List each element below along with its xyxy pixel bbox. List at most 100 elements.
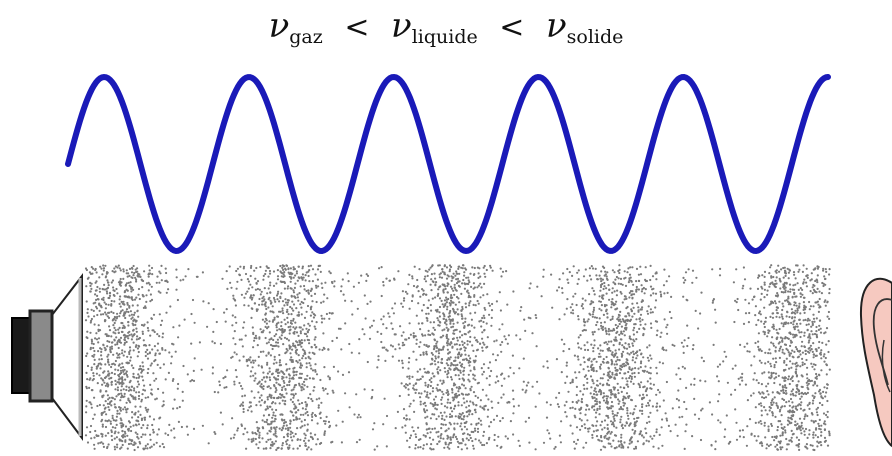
particle [264,336,267,340]
particle [302,380,306,383]
particle [272,414,275,417]
particle [642,386,645,389]
particle [760,409,763,412]
particle [135,391,138,394]
particle [459,371,462,374]
particle [108,311,111,314]
particle [429,363,432,366]
particle [228,265,231,268]
particle [481,316,484,320]
particle [455,386,458,389]
particle [429,266,432,269]
particle [815,354,818,357]
particle [605,304,608,307]
particle [634,447,638,450]
particle [600,420,604,423]
particle [405,383,408,386]
particle [160,264,163,267]
particle [527,381,530,384]
particle [230,286,233,289]
particle [757,381,760,385]
particle [462,373,465,376]
particle [105,290,108,293]
particle [616,330,619,333]
particle [241,387,244,390]
particle [116,356,119,359]
particle [462,264,465,267]
particle [317,285,320,288]
particle [287,427,290,430]
particle [313,343,316,346]
particle [755,323,758,326]
particle [303,424,306,427]
particle [600,309,603,312]
particle [774,346,777,349]
particle [735,301,738,304]
particle [725,355,728,358]
particle [463,282,466,285]
particle [791,392,795,395]
particle [434,395,437,398]
particle [797,389,801,392]
particle [628,335,631,338]
particle [448,301,451,305]
particle [618,359,621,362]
particle [218,380,221,383]
particle [580,304,583,308]
particle [591,331,594,334]
particle [613,376,616,379]
particle [504,435,507,438]
particle [761,396,764,399]
particle [93,436,96,439]
particle [820,424,823,427]
particle [135,327,138,330]
particle [456,336,459,339]
particle [130,271,134,274]
particle [473,368,476,371]
particle [469,272,472,275]
particle [435,350,438,353]
particle [314,336,317,339]
particle [609,420,613,423]
particle [151,273,154,276]
particle [659,293,663,296]
particle [281,444,284,447]
particle [292,309,295,312]
particle [582,356,585,359]
particle [159,291,162,294]
particle [769,362,772,365]
particle [521,388,524,391]
particle [630,377,633,380]
particle [425,409,429,412]
particle [746,350,749,353]
particle [419,341,422,344]
particle [430,380,433,384]
particle [108,329,112,332]
particle [600,270,603,273]
particle [296,279,299,282]
particle [619,440,623,443]
particle [793,288,796,291]
particle [286,439,289,442]
particle [787,277,790,280]
particle [142,365,145,368]
particle [103,283,106,286]
particle [158,352,161,355]
particle [772,325,775,328]
particle [267,352,270,355]
particle [419,377,422,381]
particle [240,423,243,426]
particle [303,384,306,387]
particle [90,317,93,321]
particle [371,388,374,392]
particle [146,410,149,413]
particle [710,444,713,447]
particle [303,284,306,288]
particle [788,382,791,386]
particle [635,338,638,341]
particle [682,295,685,298]
particle [546,360,549,363]
particle [122,334,125,337]
particle [256,429,260,432]
particle [98,403,101,407]
